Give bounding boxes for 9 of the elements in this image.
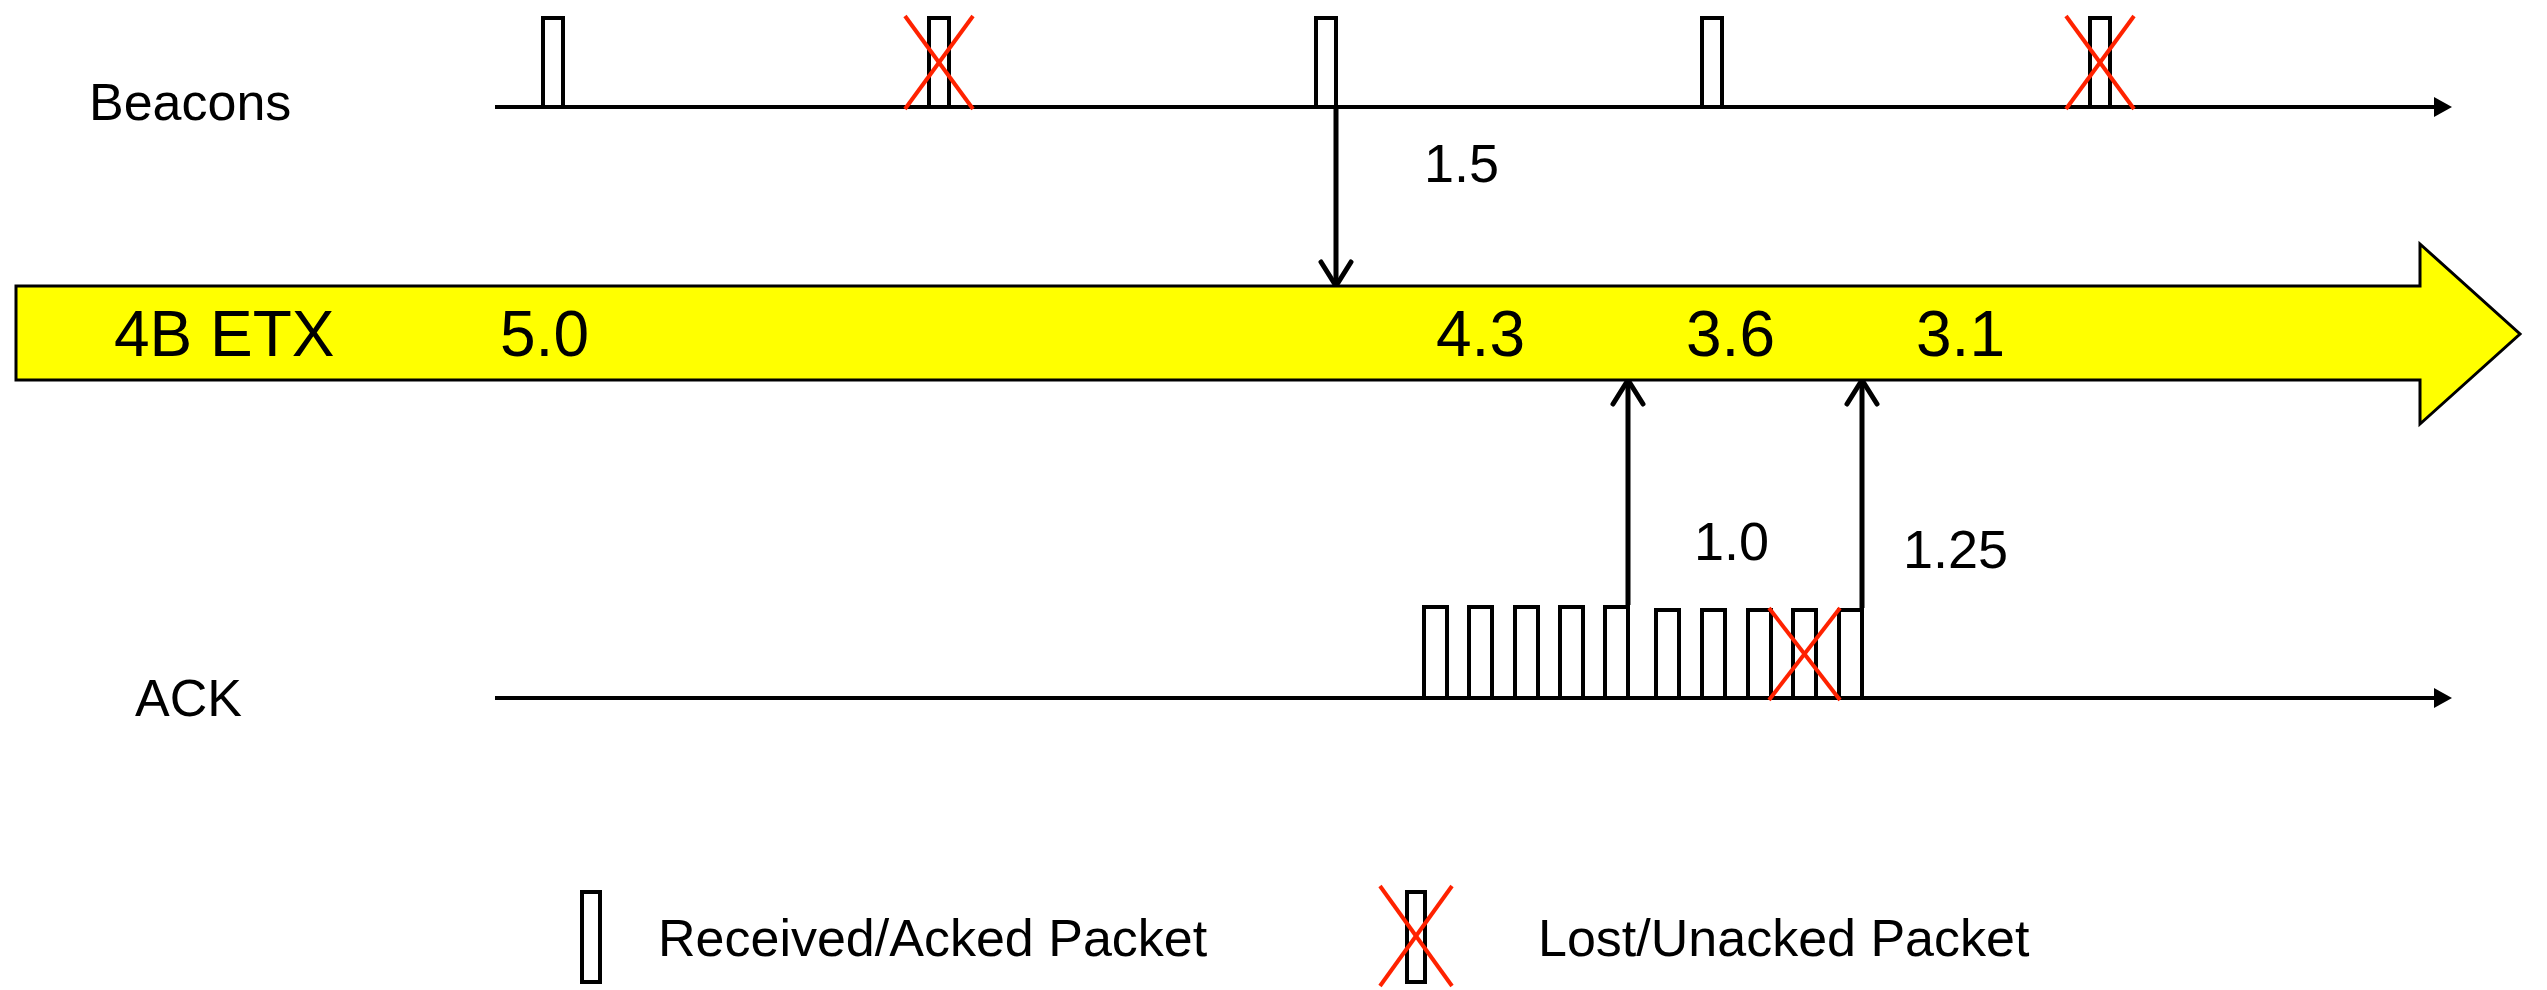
legend-text: Lost/Unacked Packet <box>1538 912 2030 964</box>
metric-label: 4B ETX <box>114 302 335 366</box>
metric-value: 4.3 <box>1436 302 1525 366</box>
axis-label: ACK <box>135 672 242 724</box>
legend-text: Received/Acked Packet <box>658 912 1208 964</box>
axis-label: Beacons <box>89 76 292 128</box>
metric-value: 5.0 <box>500 302 589 366</box>
metric-value: 3.1 <box>1916 302 2005 366</box>
metric-value: 3.6 <box>1686 302 1775 366</box>
